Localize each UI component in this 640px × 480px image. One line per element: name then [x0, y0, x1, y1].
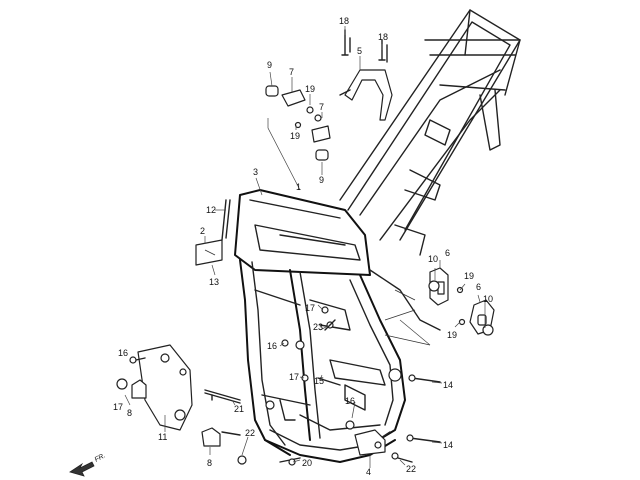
bolt-part-15 [317, 377, 341, 386]
bolt-part-16-left [129, 356, 146, 364]
bolt-part-17-lower [301, 374, 309, 382]
callout-7-upper: 7 [289, 67, 294, 77]
spacer-parts-10 [428, 280, 494, 336]
callout-10-right: 10 [483, 294, 493, 304]
washers-part-19-upper [294, 106, 322, 129]
front-arrow-label: FR. [94, 452, 107, 464]
side-plate-part-13 [195, 239, 223, 266]
nut-part-17-left [116, 378, 128, 390]
collar-part-8-lower [201, 427, 221, 447]
callout-16-lower: 16 [345, 396, 355, 406]
long-bolts-part-21 [204, 389, 241, 404]
bolt-part-22-right [391, 452, 413, 463]
collar-part-8-left [131, 379, 147, 399]
handle-bracket-part-5 [339, 69, 393, 121]
callout-22-right: 22 [406, 464, 416, 474]
front-arrow-icon [69, 461, 95, 477]
callout-19-right-lower: 19 [447, 330, 457, 340]
callout-10-left: 10 [428, 254, 438, 264]
callout-18-left: 18 [339, 16, 349, 26]
callout-3: 3 [253, 167, 258, 177]
callout-19-upper: 19 [305, 84, 315, 94]
callout-8-left: 8 [127, 408, 132, 418]
callout-16-middle: 16 [267, 341, 277, 351]
long-bolt-part-14-lower [406, 434, 441, 443]
main-frame [234, 9, 521, 463]
callout-13: 13 [209, 277, 219, 287]
bracket-part-4 [354, 429, 386, 456]
callout-8-lower: 8 [207, 458, 212, 468]
callout-17-left: 17 [113, 402, 123, 412]
bolt-part-16-middle [281, 339, 289, 347]
callout-9-lower: 9 [319, 175, 324, 185]
bolt-part-20 [279, 457, 301, 466]
rubber-mounts-part-7 [281, 89, 331, 143]
callout-17-lower: 17 [289, 372, 299, 382]
bolt-part-17-middle [321, 306, 329, 314]
callout-15: 15 [314, 376, 324, 386]
bolt-part-23 [324, 319, 336, 331]
callout-9-upper: 9 [267, 60, 272, 70]
bolt-part-16-lower [345, 420, 355, 430]
callout-6-right: 6 [476, 282, 481, 292]
callout-11: 11 [158, 432, 167, 442]
callout-5: 5 [357, 46, 362, 56]
callout-7-middle: 7 [319, 102, 324, 112]
callout-18-right: 18 [378, 32, 388, 42]
callout-4: 4 [366, 467, 371, 477]
callout-14-lower: 14 [443, 440, 453, 450]
callout-14-upper: 14 [443, 380, 453, 390]
callout-6-left: 6 [445, 248, 450, 258]
rod-part-12 [221, 199, 231, 241]
callout-12: 12 [206, 205, 216, 215]
bushings-part-9 [265, 85, 329, 161]
callout-19-middle: 19 [290, 131, 300, 141]
front-direction-indicator: FR. [69, 452, 107, 477]
washers-part-19-right [456, 286, 466, 326]
callout-1: 1 [296, 182, 301, 192]
bolt-part-22-left [221, 431, 247, 465]
long-bolt-part-14-upper [408, 374, 441, 383]
mount-plate-part-11 [137, 344, 193, 431]
callout-22-left: 22 [245, 428, 255, 438]
callout-labels: 18 18 5 9 7 19 7 19 9 3 1 12 2 13 6 10 1… [113, 16, 493, 477]
callout-23: 23 [313, 322, 323, 332]
callout-21: 21 [234, 404, 244, 414]
leader-lines [124, 26, 486, 468]
callout-2: 2 [200, 226, 205, 236]
callout-19-right-upper: 19 [464, 271, 474, 281]
callout-20: 20 [302, 458, 312, 468]
callout-16-left: 16 [118, 348, 128, 358]
callout-17-middle: 17 [305, 303, 315, 313]
